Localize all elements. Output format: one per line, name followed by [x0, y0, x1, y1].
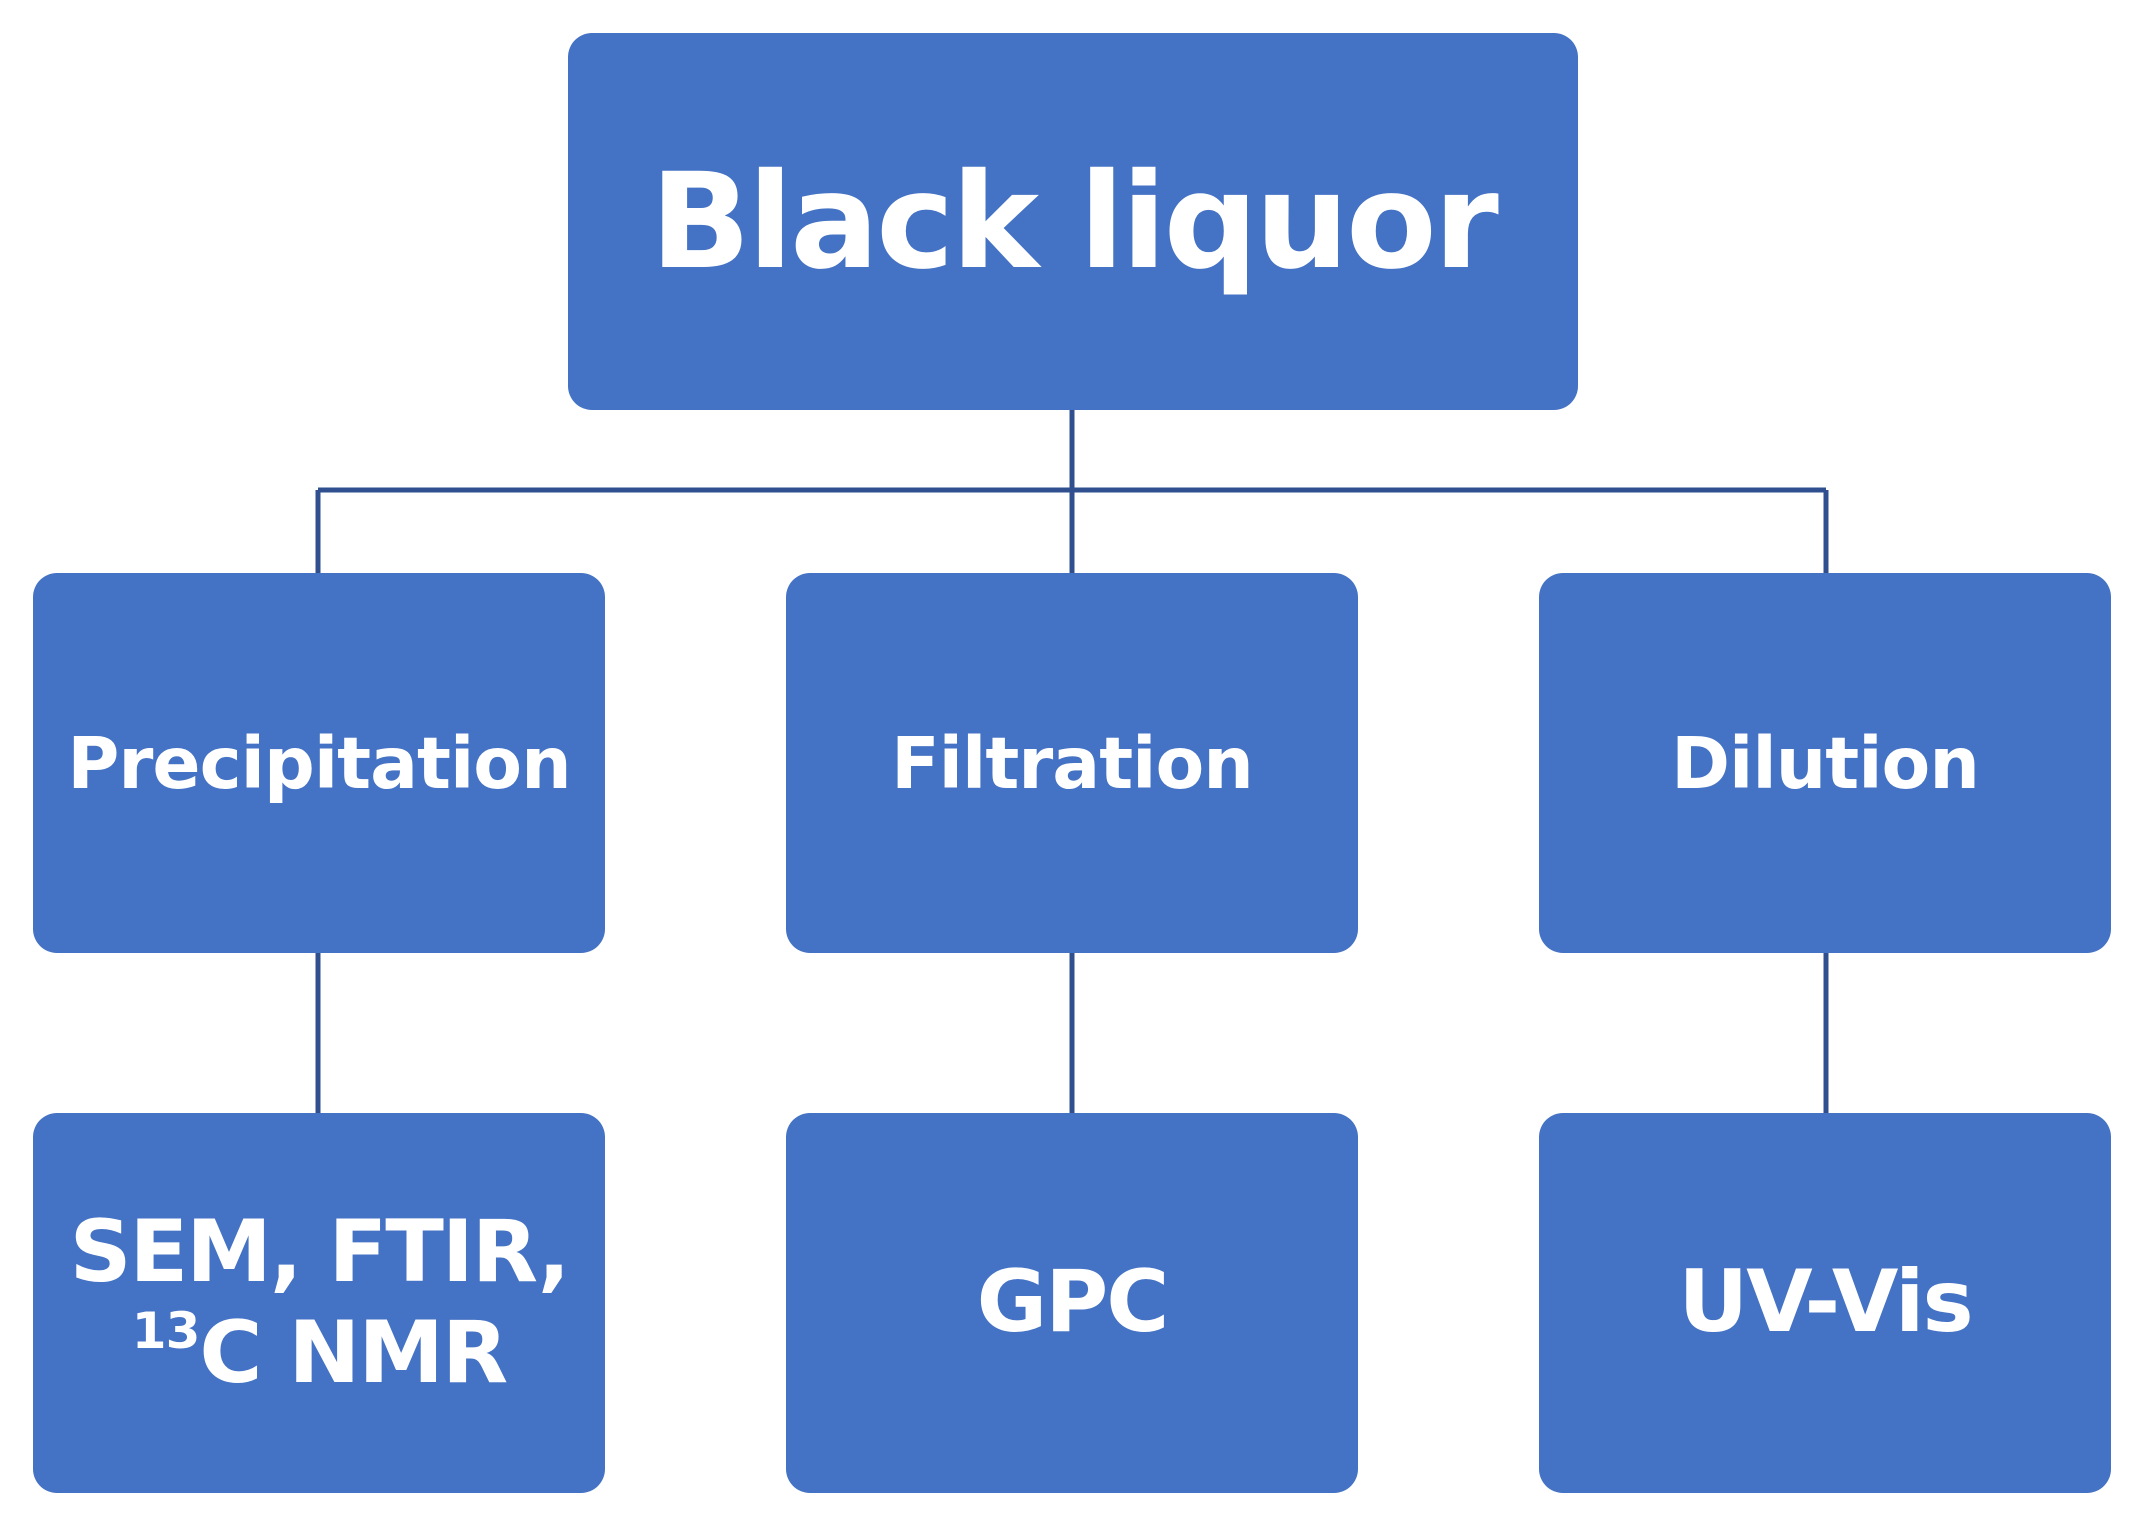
- analysis-node-text: SEM, FTIR, 13C NMR: [69, 1201, 571, 1405]
- analysis-line-2-text: C NMR: [199, 1303, 508, 1403]
- method-node-precipitation: Precipitation: [33, 573, 605, 953]
- root-node-label: Black liquor: [650, 144, 1499, 299]
- method-node-label: Precipitation: [67, 721, 571, 805]
- isotope-superscript: 13: [131, 1302, 201, 1360]
- method-node-dilution: Dilution: [1539, 573, 2111, 953]
- method-node-label: Dilution: [1671, 721, 1980, 805]
- root-node-black-liquor: Black liquor: [568, 33, 1578, 410]
- analysis-line-2: 13C NMR: [70, 1302, 569, 1404]
- analysis-node-uv-vis: UV-Vis: [1539, 1113, 2111, 1493]
- analysis-node-sem-ftir-nmr: SEM, FTIR, 13C NMR: [33, 1113, 605, 1493]
- analysis-node-label: UV-Vis: [1678, 1252, 1973, 1353]
- method-node-filtration: Filtration: [786, 573, 1358, 953]
- method-node-label: Filtration: [891, 721, 1254, 805]
- analysis-node-gpc: GPC: [786, 1113, 1358, 1493]
- analysis-line-1: SEM, FTIR,: [69, 1201, 571, 1302]
- analysis-node-label: GPC: [976, 1252, 1170, 1353]
